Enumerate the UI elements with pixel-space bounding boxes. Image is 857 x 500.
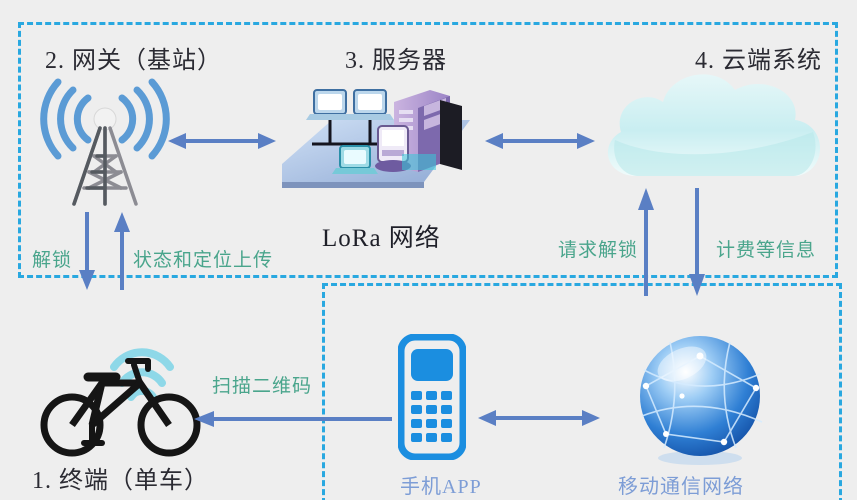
arrow-server-cloud	[485, 133, 595, 149]
flow-label-request-unlock: 请求解锁	[558, 240, 639, 261]
caption-mobile-network: 移动通信网络	[618, 476, 744, 498]
arrow-request-unlock-up	[638, 188, 654, 296]
flow-label-unlock: 解锁	[32, 250, 73, 271]
globe-network-icon	[640, 336, 763, 465]
flow-label-scan-qr: 扫描二维码	[212, 376, 313, 397]
server-rack-icon	[282, 89, 470, 188]
flow-label-billing-info: 计费等信息	[716, 240, 817, 261]
cloud-icon	[607, 74, 821, 176]
lora-network-caption: LoRa 网络	[322, 225, 441, 252]
lora-network-region	[18, 22, 838, 278]
caption-phone-app: 手机APP	[400, 476, 482, 498]
arrow-scan-qr	[194, 411, 392, 427]
bicycle-icon	[40, 348, 201, 457]
node-title-cloud: 4. 云端系统	[695, 48, 822, 74]
flow-label-status-upload: 状态和定位上传	[133, 250, 274, 271]
node-title-server: 3. 服务器	[345, 48, 447, 74]
arrow-phone-mobile-network	[478, 410, 600, 426]
arrow-status-upstream	[114, 212, 130, 290]
mobile-network-region	[322, 283, 842, 500]
arrow-unlock-downstream	[79, 212, 95, 290]
node-title-gateway: 2. 网关（基站）	[45, 48, 222, 74]
arrow-billing-info-down	[689, 188, 705, 296]
mobile-phone-icon	[398, 334, 466, 460]
cell-tower-icon	[40, 78, 170, 206]
arrow-gateway-server	[168, 133, 276, 149]
node-title-terminal: 1. 终端（单车）	[32, 468, 209, 494]
